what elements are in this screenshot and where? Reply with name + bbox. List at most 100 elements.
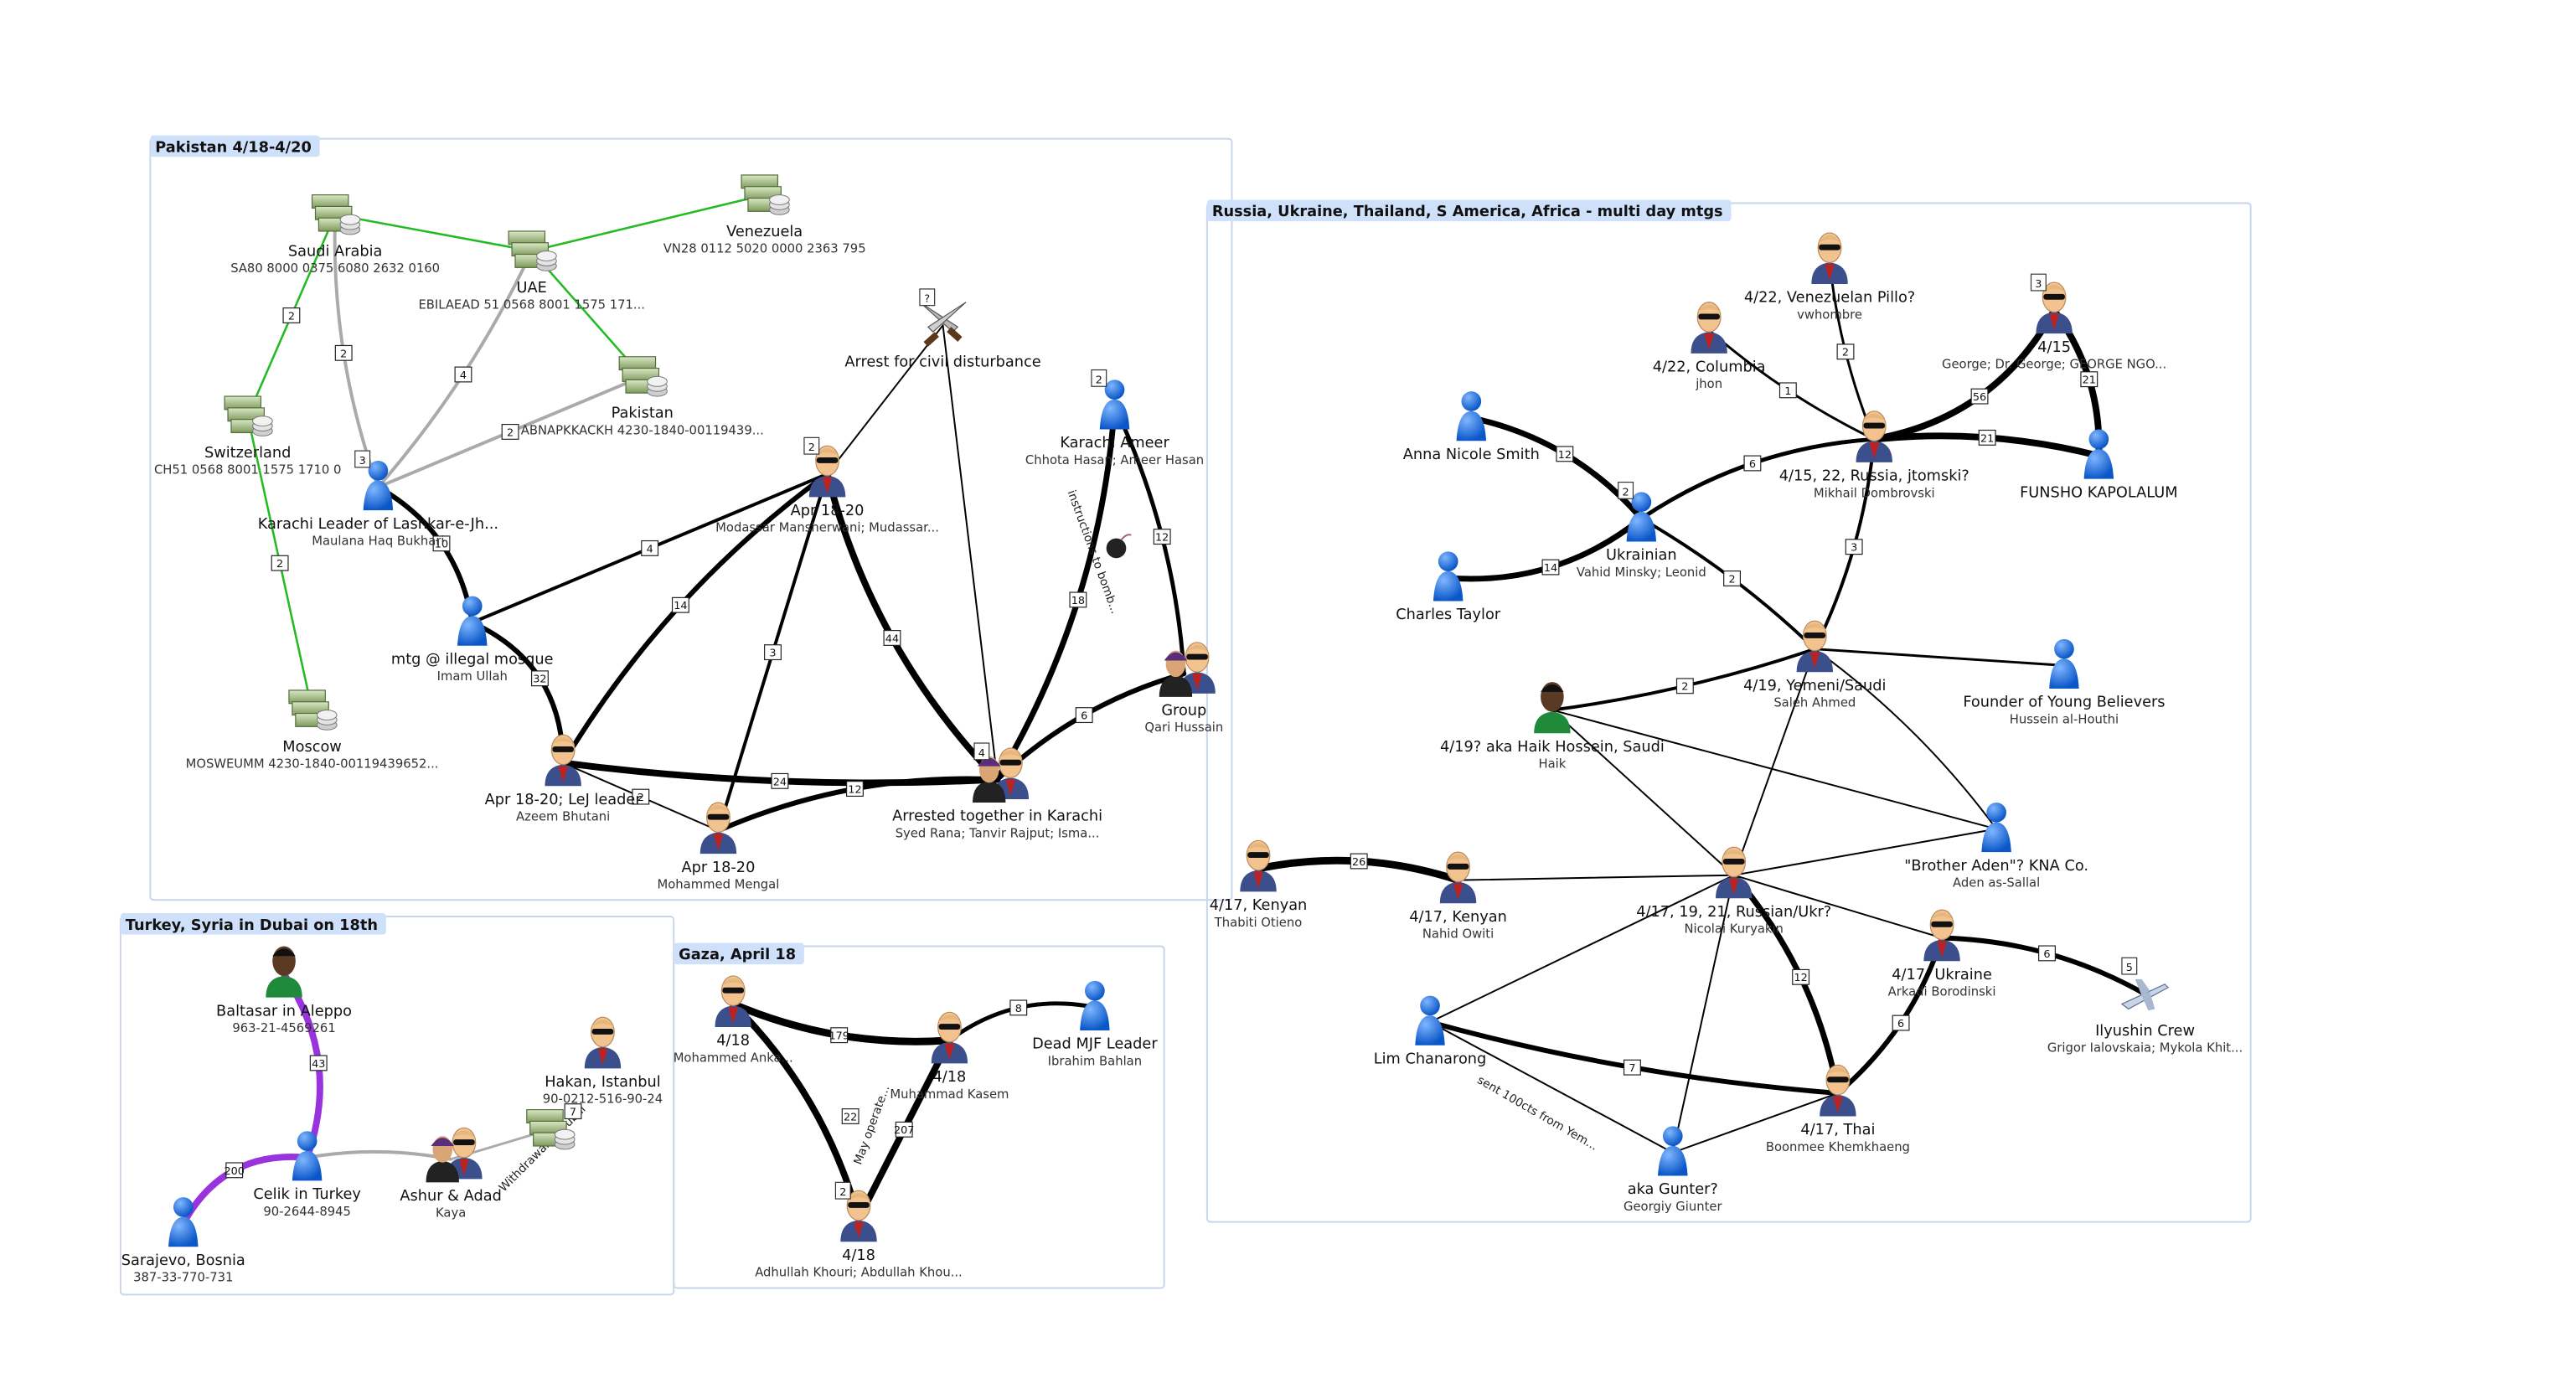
edge-nicolai-gunter[interactable]: [1671, 874, 1735, 1154]
group-pak[interactable]: Pakistan 4/18-4/20: [149, 135, 1233, 901]
edge-mtgMosque-apr1820[interactable]: 4: [470, 472, 829, 625]
edge-nicolai-ukraine417[interactable]: [1732, 874, 1944, 939]
node-arrest[interactable]: ?Arrest for civil disturbance: [844, 288, 1041, 371]
edge-ukraine417-ilyushin[interactable]: 6: [1939, 935, 2148, 997]
edge-charles-ukrainian[interactable]: 14: [1445, 515, 1644, 582]
edge-columbia-russia[interactable]: 1: [1707, 328, 1876, 441]
edge-count-badge: [334, 344, 353, 361]
edge-russia-funsho[interactable]: 21: [1871, 429, 2103, 459]
edge-celik-ashur[interactable]: [305, 1149, 453, 1161]
edge-celik-sarajevo[interactable]: 200: [179, 1154, 311, 1227]
edge-yemeni-founder[interactable]: [1813, 648, 2066, 667]
edge-lim-thai[interactable]: 7: [1427, 1020, 1840, 1096]
edge-g418b-deadMJF[interactable]: 8: [947, 999, 1097, 1043]
edge-ukrainian-russia[interactable]: 6: [1639, 436, 1877, 521]
edge-saudi-swiss[interactable]: 2: [246, 213, 337, 418]
edge-haik-brotherAden[interactable]: [1551, 709, 1998, 830]
edge-lejLeader-arrested[interactable]: 24: [560, 759, 1001, 789]
edge-arrest-apr1820[interactable]: [826, 324, 944, 475]
money-icon: [618, 356, 668, 397]
node-bomb[interactable]: [1106, 534, 1132, 559]
node-venPillo[interactable]: 4/22, Venezuelan Pillo?vwhombre: [1744, 232, 1915, 323]
edge-yemeni-nicolai[interactable]: [1732, 648, 1816, 876]
group-rus[interactable]: Russia, Ukraine, Thailand, S America, Af…: [1205, 199, 2252, 1223]
node-nicolai[interactable]: 4/17, 19, 21, Russian/Ukr?Nicolai Kuryak…: [1636, 846, 1831, 937]
edge-g418a-g418b[interactable]: 179: [729, 1000, 953, 1046]
edge-kenyanB-nicolai[interactable]: [1457, 874, 1735, 881]
edge-pakistan-karachiLeader[interactable]: 2: [376, 374, 644, 489]
edge-nicolai-brotherAden[interactable]: [1732, 828, 1998, 876]
edge-nicolai-thai[interactable]: 12: [1731, 872, 1841, 1097]
edge-n415-russia[interactable]: 56: [1871, 307, 2058, 443]
edge-swiss-moscow[interactable]: 2: [246, 415, 313, 711]
node-dubaiMoney[interactable]: [526, 1109, 576, 1150]
node-anna[interactable]: Anna Nicole Smith: [1403, 391, 1540, 463]
edge-uae-karachiLeader[interactable]: 4: [376, 249, 534, 489]
node-gunter[interactable]: aka Gunter?Georgiy Giunter: [1624, 1126, 1722, 1214]
edge-kenyanA-kenyanB[interactable]: 26: [1254, 853, 1462, 885]
edge-russia-yemeni[interactable]: 3: [1813, 437, 1877, 651]
edge-baltasar-celik[interactable]: 43: [281, 971, 328, 1161]
edge-lejLeader-mengal[interactable]: 2: [562, 762, 720, 832]
edge-apr1820-arrested[interactable]: 44: [823, 470, 1001, 783]
node-brotherAden[interactable]: "Brother Aden"? KNA Co.Aden as-Sallal: [1904, 802, 2088, 891]
edge-nicolai-lim[interactable]: [1429, 874, 1735, 1024]
node-funsho[interactable]: FUNSHO KAPOLALUM: [2020, 429, 2178, 502]
edge-ukrainian-yemeni[interactable]: 2: [1639, 516, 1817, 651]
group-tur[interactable]: Turkey, Syria in Dubai on 18th: [119, 913, 675, 1296]
node-charles[interactable]: Charles Taylor: [1396, 551, 1501, 623]
edge-venPillo-russia[interactable]: 2: [1828, 259, 1876, 441]
node-lim[interactable]: Lim Chanarong: [1374, 995, 1487, 1068]
edge-thai-gunter[interactable]: [1671, 1092, 1839, 1154]
edge-haik-nicolai[interactable]: [1551, 709, 1735, 876]
edge-haik-yemeni[interactable]: 2: [1550, 647, 1817, 712]
edge-anna-ukrainian[interactable]: 12: [1468, 415, 1644, 522]
edge-ukraine417-thai[interactable]: 6: [1835, 935, 1945, 1096]
edge-arrest-arrested[interactable]: [942, 324, 999, 781]
edge-mengal-arrested[interactable]: 12: [715, 776, 1000, 834]
node-russia[interactable]: 4/15, 22, Russia, jtomski?Mikhail Dombro…: [1779, 410, 1969, 500]
edge-yemeni-brotherAden[interactable]: [1814, 648, 1998, 830]
edge-lim-gunter[interactable]: [1429, 1021, 1674, 1154]
edge-lejLeader-apr1820[interactable]: 14: [560, 471, 830, 766]
edge-karachiAmeer-groupQari[interactable]: 12: [1112, 404, 1186, 676]
edge-karachiAmeer-arrested[interactable]: 18: [994, 403, 1118, 782]
group-gaza[interactable]: Gaza, April 18: [673, 942, 1165, 1289]
edge-uae-venez[interactable]: [530, 194, 766, 252]
